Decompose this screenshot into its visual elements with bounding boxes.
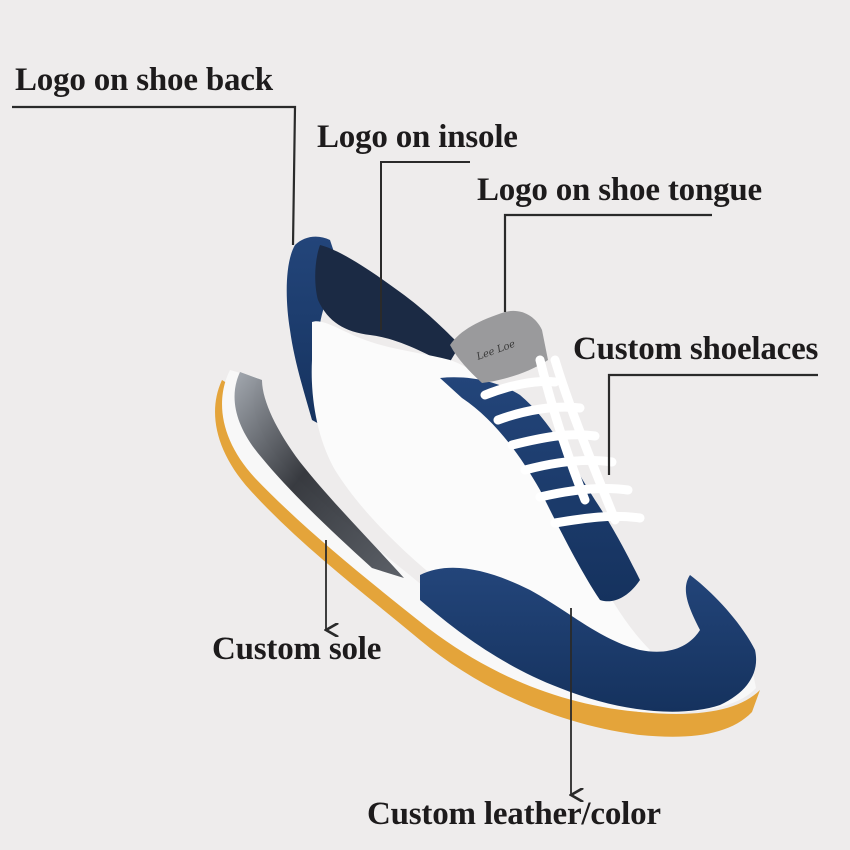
label-custom-leather-color: Custom leather/color	[367, 796, 661, 832]
shoe-tongue	[450, 310, 548, 383]
air-unit	[234, 372, 404, 578]
shoe-opening	[315, 245, 460, 365]
shoelaces	[480, 355, 645, 528]
eyestay-suede	[440, 377, 640, 602]
leader-shoe-tongue	[503, 213, 712, 312]
label-custom-sole: Custom sole	[212, 631, 382, 667]
leader-shoelaces	[607, 373, 818, 475]
label-custom-shoelaces: Custom shoelaces	[573, 331, 819, 367]
toe-suede	[420, 567, 757, 712]
label-logo-on-insole: Logo on insole	[317, 119, 518, 155]
label-logo-on-shoe-tongue: Logo on shoe tongue	[477, 172, 762, 208]
leader-shoe-back	[12, 105, 297, 246]
label-logo-on-shoe-back: Logo on shoe back	[15, 62, 273, 98]
white-leather-quarter	[311, 321, 650, 680]
leader-insole	[380, 161, 470, 330]
